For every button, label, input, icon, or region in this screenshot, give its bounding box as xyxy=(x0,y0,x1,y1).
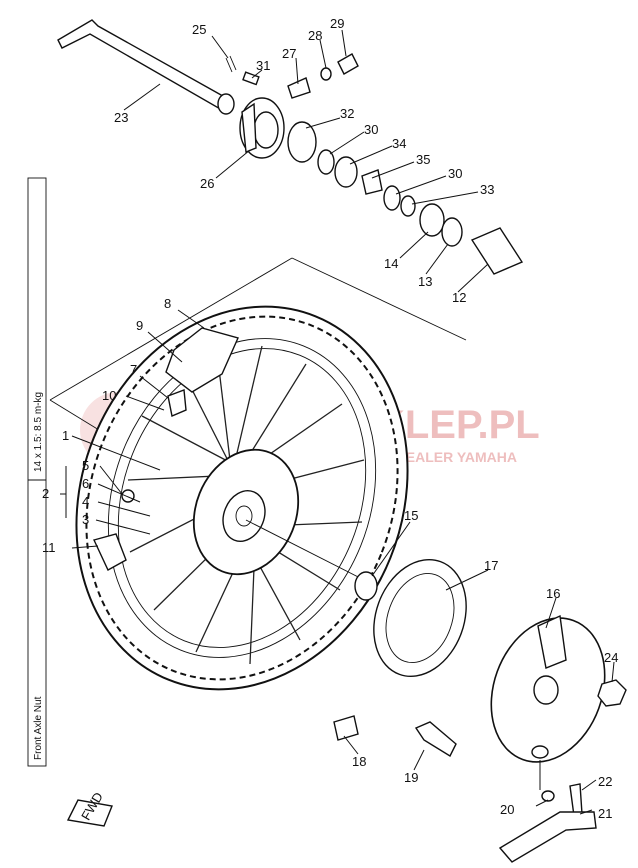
ring-33 xyxy=(400,195,416,217)
callout-1: 1 xyxy=(62,428,69,443)
ring-30-upper xyxy=(317,149,335,175)
callout-27: 27 xyxy=(282,46,296,61)
callout-30b: 30 xyxy=(448,166,462,181)
callout-5: 5 xyxy=(82,458,89,473)
clip-35 xyxy=(361,169,383,195)
nipple-5 xyxy=(121,489,135,503)
meter-gear-unit xyxy=(239,97,285,159)
callout-25: 25 xyxy=(192,22,206,37)
callout-10: 10 xyxy=(102,388,116,403)
callout-7: 7 xyxy=(130,362,137,377)
callout-13: 13 xyxy=(418,274,432,289)
bushing-29 xyxy=(337,53,359,75)
pin-31 xyxy=(242,71,260,86)
bearing-13 xyxy=(441,217,463,247)
cotter-pin xyxy=(225,55,237,73)
callout-23: 23 xyxy=(114,110,128,125)
callout-19: 19 xyxy=(404,770,418,785)
washer-28 xyxy=(320,67,332,81)
callout-24: 24 xyxy=(604,650,618,665)
callout-21: 21 xyxy=(598,806,612,821)
callout-20: 20 xyxy=(500,802,514,817)
valve-7 xyxy=(167,389,187,417)
tube-11 xyxy=(93,533,127,571)
callout-35: 35 xyxy=(416,152,430,167)
callout-18: 18 xyxy=(352,754,366,769)
front-axle-nut-label: Front Axle Nut xyxy=(33,696,44,760)
gear-34 xyxy=(334,156,358,188)
callout-34: 34 xyxy=(392,136,406,151)
callout-31: 31 xyxy=(256,58,270,73)
callout-26: 26 xyxy=(200,176,214,191)
callout-29: 29 xyxy=(330,16,344,31)
rim-band xyxy=(165,327,239,393)
callout-16: 16 xyxy=(546,586,560,601)
callout-33: 33 xyxy=(480,182,494,197)
callout-22: 22 xyxy=(598,774,612,789)
bolt-22 xyxy=(569,783,583,817)
brake-panel xyxy=(490,614,606,763)
gear-shaft xyxy=(287,77,311,99)
callout-numbers: 1 2 3 4 5 6 7 8 9 10 11 12 13 14 15 16 1… xyxy=(42,16,618,821)
washer-20 xyxy=(541,790,555,802)
brake-shoes xyxy=(373,558,467,678)
callout-leaders xyxy=(60,29,615,815)
bearing-15 xyxy=(354,571,378,601)
axle-nut-spec-box: 14 x 1.5: 8.5 m-kg Front Axle Nut xyxy=(27,177,47,767)
front-axle xyxy=(57,19,235,115)
callout-15: 15 xyxy=(404,508,418,523)
callout-2: 2 xyxy=(42,486,49,501)
callout-28: 28 xyxy=(308,28,322,43)
callout-8: 8 xyxy=(164,296,171,311)
callout-4: 4 xyxy=(82,494,89,509)
callout-30a: 30 xyxy=(364,122,378,137)
cam-shaft xyxy=(414,721,457,757)
callout-3: 3 xyxy=(82,512,89,527)
axle-nut xyxy=(597,679,627,707)
spacer-12 xyxy=(470,227,524,275)
bearing-14 xyxy=(419,203,445,237)
torque-spec: 14 x 1.5: 8.5 m-kg xyxy=(33,392,44,472)
forward-direction-mark: FWD xyxy=(66,790,113,827)
ring-30-lower xyxy=(383,185,401,211)
callout-32: 32 xyxy=(340,106,354,121)
return-spring xyxy=(333,715,359,741)
callout-6: 6 xyxy=(82,476,89,491)
callout-11: 11 xyxy=(42,540,56,555)
front-wheel xyxy=(75,305,409,691)
callout-9: 9 xyxy=(136,318,143,333)
cam-lever xyxy=(498,811,597,863)
callout-17: 17 xyxy=(484,558,498,573)
callout-14: 14 xyxy=(384,256,398,271)
oil-seal-32 xyxy=(287,121,317,163)
callout-12: 12 xyxy=(452,290,466,305)
axle-axis-line xyxy=(245,519,373,585)
